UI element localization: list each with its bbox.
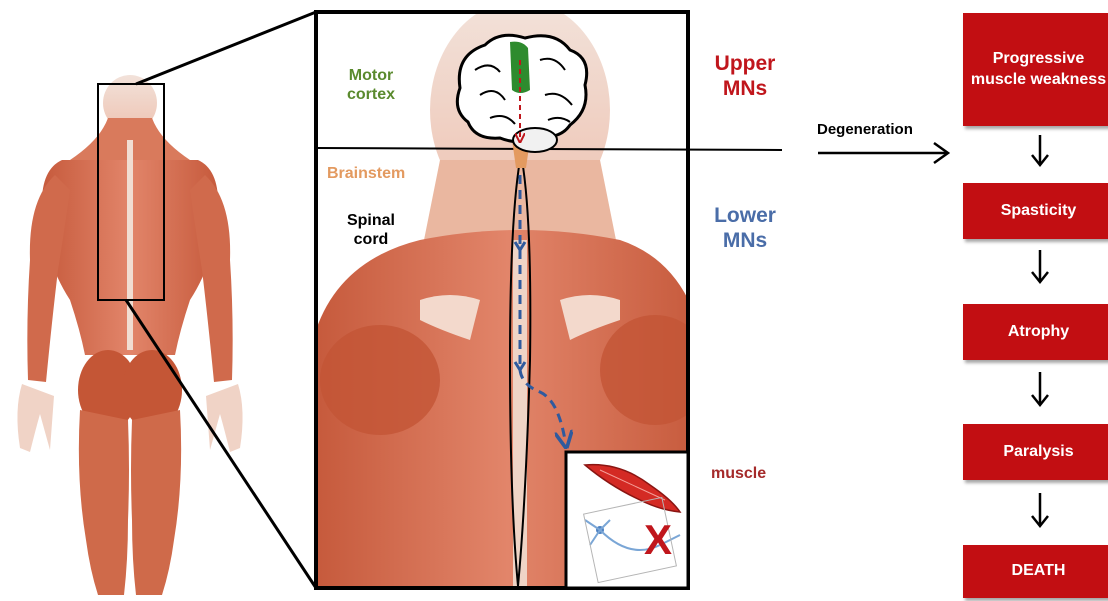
zoom-left-deltoid: [320, 325, 440, 435]
motor-cortex-label: Motor cortex: [330, 66, 412, 104]
flow-box-death: DEATH: [963, 545, 1108, 598]
zoom-line-top: [136, 12, 316, 84]
flow-box-atrophy: Atrophy: [963, 304, 1108, 360]
zoom-right-deltoid: [600, 315, 710, 425]
flow-box-spasticity: Spasticity: [963, 183, 1108, 239]
upper-mns-label: Upper MNs: [702, 51, 788, 101]
brainstem-label: Brainstem: [327, 164, 405, 183]
lower-mns-label: Lower MNs: [702, 203, 788, 253]
x-mark: X: [644, 519, 672, 561]
figure-right-leg: [131, 410, 181, 595]
flow-box-paralysis: Paralysis: [963, 424, 1108, 480]
spinal-cord-label: Spinal cord: [336, 211, 406, 249]
figure-right-hand: [206, 384, 243, 452]
degeneration-label: Degeneration: [817, 121, 913, 139]
cerebellum: [513, 128, 557, 152]
muscle-label: muscle: [711, 464, 766, 483]
motor-cortex-strip: [510, 42, 530, 93]
flow-box-progressive-muscle-weakness: Progressive muscle weakness: [963, 13, 1108, 126]
figure-left-hand: [17, 384, 54, 452]
figure-left-leg: [79, 410, 129, 595]
back-muscles-figure: [17, 75, 242, 595]
